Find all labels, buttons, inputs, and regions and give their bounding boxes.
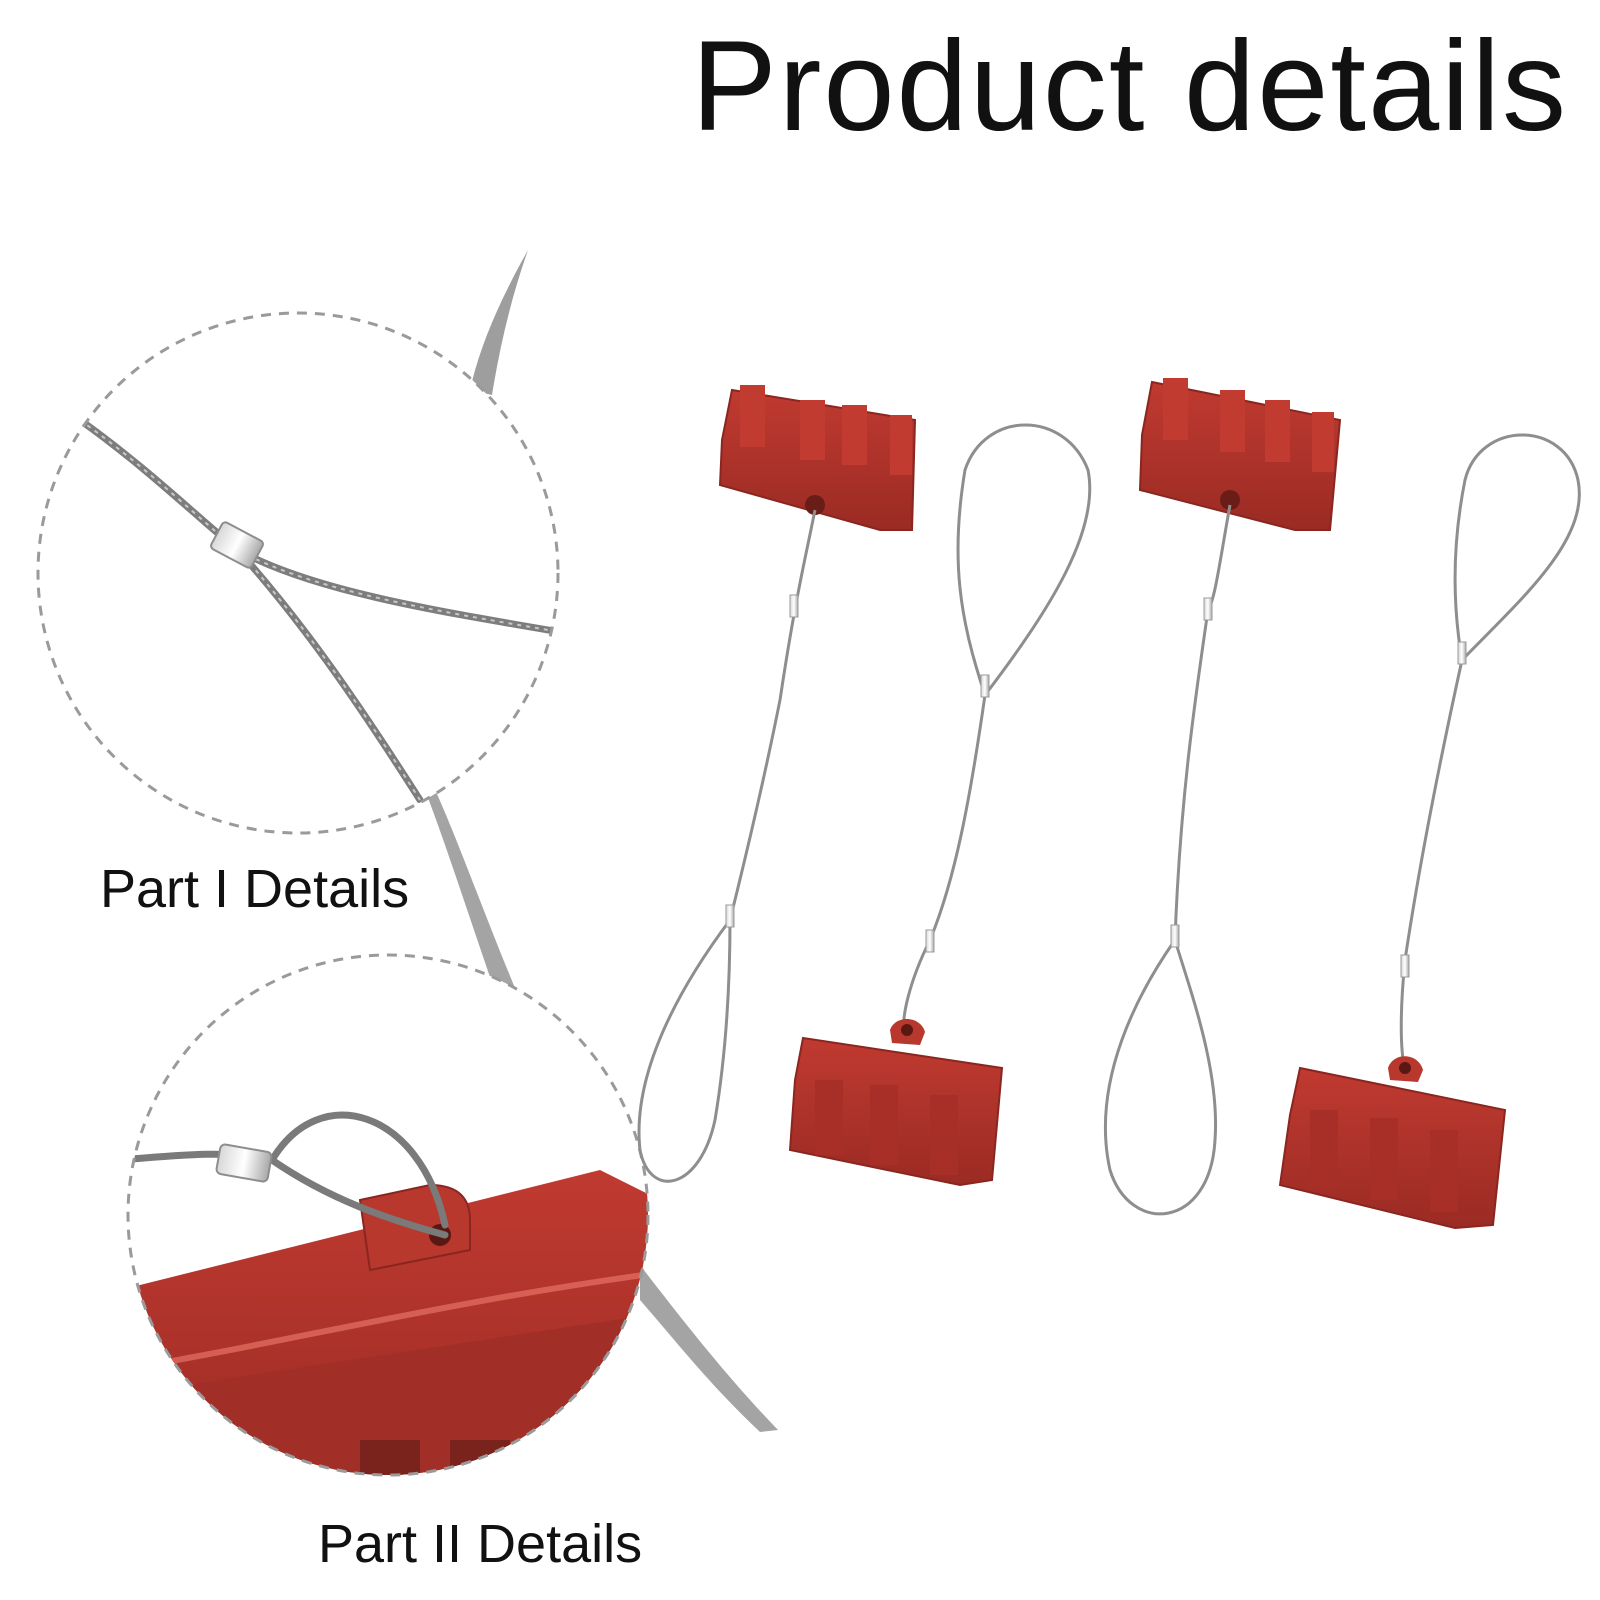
lanyard-cap-set-1: [637, 385, 1092, 1187]
lanyard-cap-set-2: [1103, 378, 1581, 1230]
detail-circle-cap: [126, 953, 650, 1477]
pointer-wedge-middle: [425, 768, 520, 1000]
pointer-wedge-top: [470, 250, 528, 395]
pointer-wedge-bottom: [640, 1265, 778, 1432]
red-cap-bottom-2: [1278, 1056, 1507, 1230]
red-cap-top-1: [718, 385, 917, 531]
detail-circle-wire: [36, 311, 560, 835]
red-cap-bottom-1: [788, 1018, 1004, 1187]
detail-caption-part-1: Part I Details: [100, 859, 410, 919]
red-cap-top-2: [1138, 378, 1342, 531]
detail-caption-part-2: Part II Details: [318, 1514, 643, 1574]
page-title: Product details: [691, 15, 1568, 158]
